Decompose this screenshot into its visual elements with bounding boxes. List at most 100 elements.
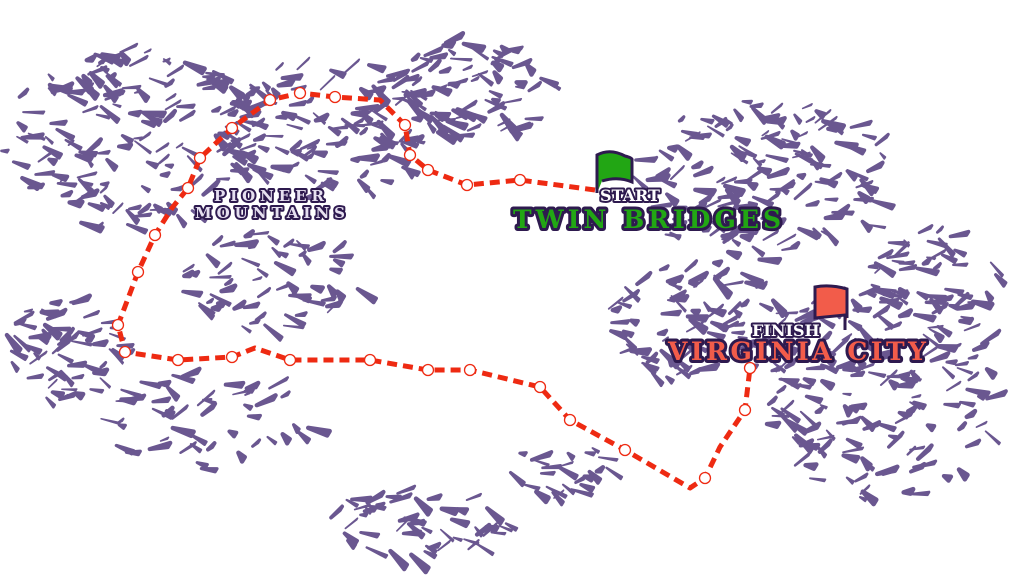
terrain-ridge bbox=[456, 132, 476, 138]
terrain-ridge bbox=[922, 333, 939, 347]
terrain-ridge bbox=[296, 240, 307, 251]
terrain-ridge bbox=[344, 517, 359, 530]
terrain-ridge bbox=[105, 54, 126, 68]
terrain-ridge bbox=[206, 297, 215, 305]
terrain-ridge bbox=[411, 115, 425, 123]
terrain-ridge bbox=[370, 108, 388, 122]
waypoint-marker bbox=[743, 361, 757, 375]
terrain-ridge bbox=[665, 274, 685, 284]
terrain-ridge bbox=[196, 389, 216, 407]
terrain-ridge bbox=[524, 116, 544, 122]
terrain-ridge bbox=[733, 203, 753, 213]
terrain-ridge bbox=[796, 172, 807, 180]
terrain-ridge bbox=[803, 462, 819, 471]
terrain-ridge bbox=[706, 331, 726, 341]
terrain-ridge bbox=[125, 208, 141, 225]
terrain-ridge bbox=[700, 117, 715, 125]
terrain-ridge bbox=[729, 144, 747, 163]
terrain-ridge bbox=[95, 113, 111, 120]
terrain-ridge bbox=[254, 311, 267, 322]
terrain-ridge bbox=[749, 102, 764, 109]
terrain-ridge bbox=[790, 129, 800, 141]
terrain-ridge bbox=[700, 198, 722, 211]
terrain-ridge bbox=[739, 150, 758, 159]
terrain-ridge bbox=[49, 299, 63, 307]
terrain-ridge bbox=[766, 191, 781, 203]
terrain-ridge bbox=[690, 308, 702, 317]
waypoint-marker bbox=[363, 353, 377, 367]
terrain-ridge bbox=[47, 157, 58, 166]
terrain-ridge bbox=[47, 73, 55, 82]
terrain-ridge bbox=[895, 289, 909, 296]
terrain-ridge bbox=[470, 76, 480, 83]
terrain-ridge bbox=[47, 87, 57, 97]
terrain-ridge bbox=[233, 239, 259, 248]
terrain-ridge bbox=[871, 199, 896, 211]
terrain-ridge bbox=[206, 441, 217, 452]
terrain-ridge bbox=[371, 84, 391, 108]
terrain-ridge bbox=[257, 145, 270, 153]
terrain-ridge bbox=[775, 116, 787, 124]
terrain-ridge bbox=[685, 320, 705, 333]
terrain-ridge bbox=[666, 298, 677, 303]
terrain-ridge bbox=[937, 237, 956, 258]
terrain-ridge bbox=[25, 344, 43, 355]
terrain-ridge bbox=[39, 309, 61, 319]
terrain-ridge bbox=[709, 219, 727, 234]
terrain-ridge bbox=[816, 434, 835, 441]
terrain-ridge bbox=[329, 267, 343, 275]
terrain-ridge bbox=[87, 202, 106, 212]
terrain-ridge bbox=[818, 316, 836, 330]
terrain-ridge bbox=[831, 335, 851, 354]
terrain-ridge bbox=[561, 483, 576, 496]
terrain-ridge bbox=[624, 286, 641, 303]
terrain-ridge bbox=[232, 389, 251, 396]
terrain-ridge bbox=[933, 332, 945, 344]
terrain-ridge bbox=[84, 54, 97, 63]
terrain-ridge bbox=[353, 117, 365, 126]
terrain-ridge bbox=[887, 240, 906, 246]
terrain-ridge bbox=[801, 103, 813, 110]
terrain-ridge bbox=[396, 518, 409, 532]
terrain-ridge bbox=[967, 371, 980, 382]
terrain-ridge bbox=[326, 284, 338, 299]
terrain-ridge bbox=[252, 133, 267, 142]
terrain-ridge bbox=[821, 330, 833, 341]
terrain-ridge bbox=[897, 308, 914, 319]
terrain-ridge bbox=[335, 289, 347, 303]
terrain-ridge bbox=[971, 341, 990, 352]
terrain-ridge bbox=[845, 169, 858, 182]
terrain-ridge bbox=[847, 320, 863, 331]
route-path bbox=[115, 90, 753, 491]
terrain-ridge bbox=[861, 133, 877, 141]
terrain-ridge bbox=[556, 464, 579, 481]
terrain-ridge bbox=[720, 231, 737, 240]
terrain-ridge bbox=[721, 237, 731, 242]
terrain-ridge bbox=[739, 349, 748, 358]
terrain-ridge bbox=[916, 291, 930, 301]
terrain-ridge bbox=[919, 345, 939, 360]
terrain-ridge bbox=[405, 169, 415, 180]
terrain-ridge bbox=[777, 141, 801, 149]
terrain-ridge bbox=[776, 233, 797, 246]
terrain-ridge bbox=[241, 257, 261, 268]
terrain-ridge bbox=[879, 152, 887, 160]
waypoint-marker bbox=[131, 265, 145, 279]
terrain-ridge bbox=[455, 507, 470, 516]
terrain-ridge bbox=[645, 173, 671, 183]
terrain-ridge bbox=[335, 135, 349, 148]
terrain-ridge bbox=[855, 357, 867, 371]
terrain-ridge bbox=[271, 87, 281, 100]
terrain-ridge bbox=[165, 93, 177, 102]
terrain-ridge bbox=[57, 353, 74, 364]
terrain-ridge bbox=[13, 334, 32, 353]
terrain-ridge bbox=[100, 417, 121, 425]
terrain-ridge bbox=[426, 493, 443, 502]
terrain-ridge bbox=[202, 84, 217, 91]
terrain-ridge bbox=[656, 328, 669, 337]
terrain-ridge bbox=[673, 284, 683, 291]
terrain-ridge bbox=[751, 195, 774, 208]
terrain-ridge bbox=[738, 344, 754, 353]
terrain-ridge bbox=[909, 445, 926, 451]
terrain-ridge bbox=[731, 330, 746, 336]
